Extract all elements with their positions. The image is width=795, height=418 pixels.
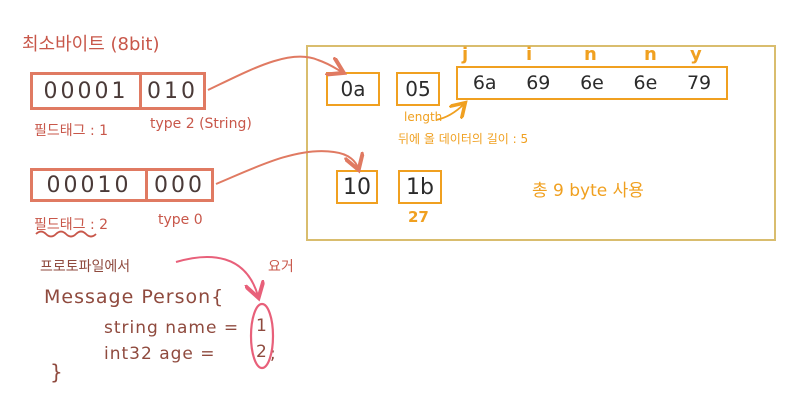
field1-byte-box: 00001 010 (30, 72, 206, 110)
row1-key-byte: 0a (326, 72, 380, 106)
proto-semicolon: ; (270, 344, 276, 364)
field2-tag-label: 필드태그 : 2 (34, 217, 109, 233)
wavy-underline (35, 230, 97, 238)
field1-type-bits: 010 (147, 78, 198, 104)
proto-field-name-line: string name = (104, 318, 240, 338)
field2-type-label: type 0 (158, 212, 203, 228)
row1-string-bytes: 6a 69 6e 6e 79 (456, 66, 728, 100)
proto-field-name-number: 1 (256, 316, 267, 336)
encoded-bytes-panel (306, 45, 776, 241)
string-char: i (526, 44, 533, 65)
string-char: y (690, 44, 702, 65)
arrow-annotation (175, 256, 258, 296)
proto-caption: 프로토파일에서 (40, 259, 131, 275)
field1-tag-label: 필드태그 : 1 (34, 123, 109, 139)
proto-close-brace: } (50, 360, 63, 384)
arrow-length-note (435, 104, 464, 121)
length-note: 뒤에 올 데이터의 길이 : 5 (398, 132, 529, 146)
proto-field-age-number: 2 (256, 342, 267, 362)
row1-length-byte: 05 (396, 72, 440, 106)
page-title: 최소바이트 (8bit) (22, 34, 160, 55)
string-char: j (462, 44, 469, 65)
string-byte: 69 (526, 72, 551, 94)
field-number-circle (249, 302, 275, 370)
string-byte: 6a (472, 72, 497, 94)
field2-tag-bits: 00010 (46, 172, 132, 198)
length-label: length (404, 110, 443, 124)
field2-separator (145, 171, 148, 199)
row2-value-decimal: 27 (408, 208, 429, 226)
string-byte: 6e (580, 72, 604, 94)
string-byte: 79 (686, 72, 712, 94)
row2-value-byte: 1b (398, 170, 442, 204)
field2-type-bits: 000 (154, 172, 205, 198)
field2-byte-box: 00010 000 (30, 168, 214, 202)
proto-field-age-line: int32 age = (104, 344, 216, 364)
proto-annotation: 요거 (268, 259, 294, 275)
arrow-field1-to-key (207, 55, 342, 91)
field1-type-label: type 2 (String) (150, 116, 252, 132)
string-byte: 6e (633, 72, 658, 94)
string-char: n (584, 44, 597, 65)
arrow-field2-to-key (215, 150, 358, 185)
field1-separator (139, 75, 142, 107)
string-char: n (644, 44, 657, 65)
proto-message-line: Message Person{ (44, 286, 225, 308)
total-bytes-note: 총 9 byte 사용 (532, 181, 644, 201)
field1-tag-bits: 00001 (43, 78, 129, 104)
